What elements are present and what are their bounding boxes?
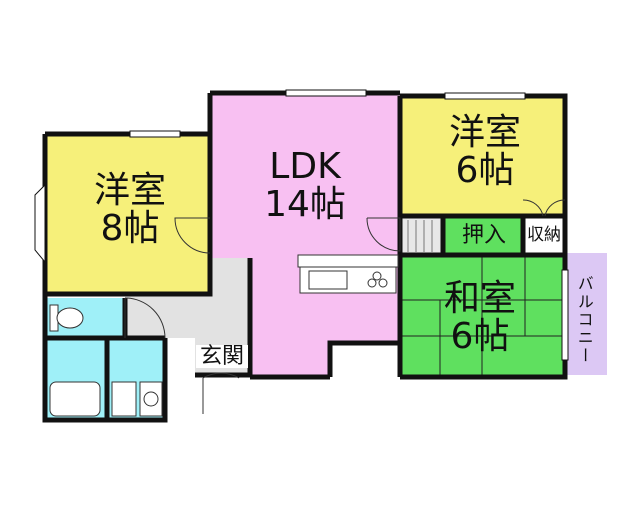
ldk-fill [210, 93, 400, 377]
toilet-icon [49, 304, 84, 332]
kitchen-counter [297, 254, 399, 294]
western-room-6-name: 洋室 [448, 112, 521, 153]
bathtub-icon [49, 381, 101, 417]
ldk-label: LDK 14帖 [250, 148, 360, 224]
stairs-fill [400, 218, 443, 254]
western-room-6-label: 洋室 6帖 [430, 114, 540, 190]
western-room-6-size: 6帖 [455, 149, 515, 191]
balcony-fill [565, 253, 607, 375]
genkan-label: 玄関 [196, 345, 248, 368]
walls [42, 90, 568, 423]
western-room-8-size: 8帖 [100, 207, 160, 249]
western-room-8-label: 洋室 8帖 [80, 172, 180, 248]
oshiire-label: 押入 [461, 223, 506, 248]
closet-fill [443, 218, 523, 254]
tatami-lines [400, 256, 565, 376]
ldk-name: LDK [269, 146, 341, 187]
door-swings [124, 199, 566, 414]
japanese-room-size: 6帖 [450, 315, 510, 357]
japanese-room-label: 和室 6帖 [425, 280, 535, 356]
storage-fill [523, 218, 565, 254]
washbasin-icon [111, 381, 163, 417]
western-room-6-fill [400, 96, 565, 216]
japanese-room-name: 和室 [443, 278, 516, 319]
balcony-label: バルコニー [574, 275, 594, 365]
western-room-8-fill [45, 134, 210, 294]
ldk-size: 14帖 [264, 183, 346, 225]
western-room-8-name: 洋室 [93, 170, 166, 211]
windows [34, 89, 569, 361]
stairs-icon [407, 220, 433, 252]
storage-label: 収納 [527, 225, 561, 245]
